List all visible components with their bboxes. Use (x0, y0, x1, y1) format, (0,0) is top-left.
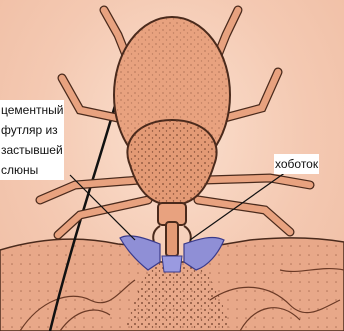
tick-body (114, 17, 230, 256)
cement-case-label: цементный футляр из застывшей слюны (0, 100, 64, 180)
proboscis-label: хоботок (274, 154, 319, 174)
